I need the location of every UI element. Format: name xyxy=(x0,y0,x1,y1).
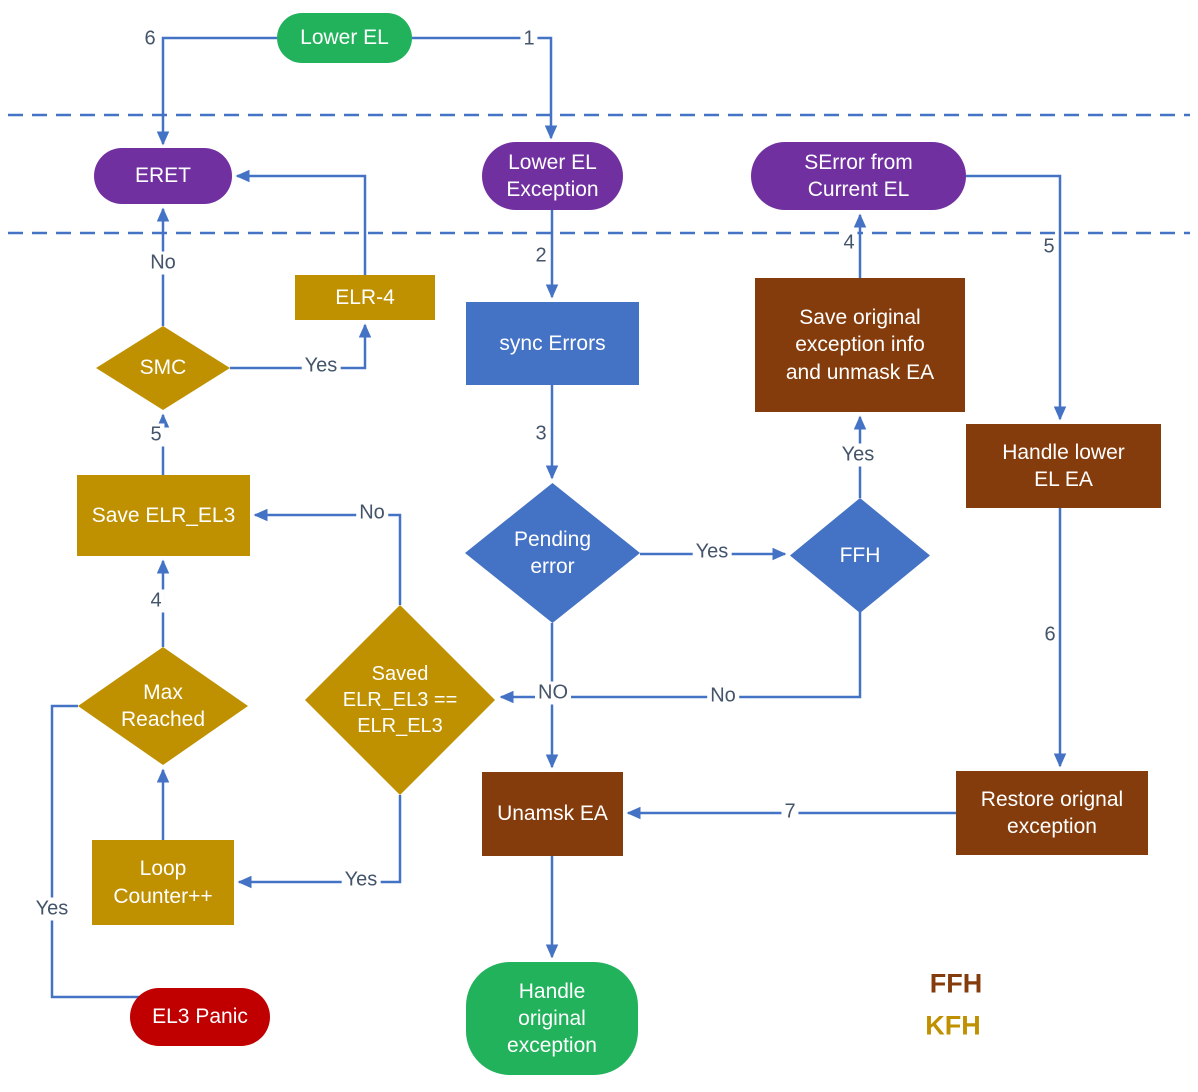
edge-lower-el-to-eret xyxy=(156,36,277,146)
node-eret: ERET xyxy=(94,148,232,204)
edge-label-6-right: 6 xyxy=(1041,623,1059,647)
node-max-reached: Max Reached xyxy=(78,647,248,765)
node-loop-counter: Loop Counter++ xyxy=(92,840,234,925)
node-ffh: FFH xyxy=(790,498,930,613)
node-unamsk-ea-label: Unamsk EA xyxy=(497,802,608,826)
node-smc: SMC xyxy=(96,326,230,410)
node-lower-el-label: Lower EL xyxy=(300,26,389,50)
node-eret-label: ERET xyxy=(134,164,191,188)
edge-label-7: 7 xyxy=(781,800,799,824)
edge-label-5-right: 5 xyxy=(1040,235,1058,259)
edge-label-2: 2 xyxy=(532,244,550,268)
edge-saved-check-no-to-save-elr xyxy=(253,508,402,605)
edge-label-saved-no: No xyxy=(356,501,388,525)
node-handle-lower-el-ea: Handle lower EL EA xyxy=(966,424,1161,508)
node-save-elr-el3-label: Save ELR_EL3 xyxy=(91,503,236,527)
node-lower-el-exception-label: Lower EL Exception xyxy=(506,150,599,201)
node-elr-minus-4-label: ELR-4 xyxy=(335,285,395,309)
node-sync-errors-label: sync Errors xyxy=(499,331,606,355)
edge-label-pending-no: NO xyxy=(535,681,571,705)
legend-kfh-label: KFH xyxy=(925,1010,981,1041)
edge-lower-el-to-exception xyxy=(412,36,558,140)
edge-label-4-left: 4 xyxy=(147,589,165,613)
edge-label-3: 3 xyxy=(532,422,550,446)
edge-serror-to-handle-lower xyxy=(966,174,1067,421)
legend-ffh-label: FFH xyxy=(929,968,983,999)
node-elr-minus-4: ELR-4 xyxy=(295,275,435,320)
node-lower-el-exception: Lower EL Exception xyxy=(482,142,623,210)
edge-label-6-top: 6 xyxy=(141,27,159,51)
edge-label-1: 1 xyxy=(520,27,538,51)
node-el3-panic-label: EL3 Panic xyxy=(152,1005,248,1029)
node-smc-label: SMC xyxy=(139,356,187,380)
edge-label-max-yes: Yes xyxy=(32,897,72,921)
node-save-original-info-label: Save original exception info and unmask … xyxy=(785,306,935,384)
node-lower-el: Lower EL xyxy=(277,13,412,63)
node-sync-errors: sync Errors xyxy=(466,302,639,385)
node-max-reached-label: Max Reached xyxy=(120,680,206,731)
node-serror-current-el-label: SError from Current EL xyxy=(804,150,913,201)
node-handle-original-label: Handle original exception xyxy=(507,979,597,1058)
node-el3-panic: EL3 Panic xyxy=(130,988,270,1046)
node-serror-current-el: SError from Current EL xyxy=(751,142,966,210)
edge-label-ffh-no: No xyxy=(707,684,739,708)
node-handle-lower-el-ea-label: Handle lower EL EA xyxy=(1002,440,1125,491)
edge-label-smc-yes: Yes xyxy=(301,354,341,378)
node-restore-orignal-label: Restore orignal exception xyxy=(980,787,1124,838)
node-saved-elr-check-label: Saved ELR_EL3 == ELR_EL3 xyxy=(342,663,458,737)
node-save-elr-el3: Save ELR_EL3 xyxy=(77,475,250,556)
edge-label-ffh-yes: Yes xyxy=(838,443,878,467)
node-handle-original: Handle original exception xyxy=(466,962,638,1075)
edge-smc-yes-to-elr4 xyxy=(230,323,372,370)
edge-label-pending-yes: Yes xyxy=(692,540,732,564)
node-pending-error: Pending error xyxy=(465,483,640,623)
edge-label-5-left: 5 xyxy=(147,423,165,447)
node-unamsk-ea: Unamsk EA xyxy=(482,772,623,856)
node-save-original-info: Save original exception info and unmask … xyxy=(755,278,965,412)
edge-label-saved-yes: Yes xyxy=(341,868,381,892)
edge-elr4-to-eret xyxy=(235,169,367,275)
node-saved-elr-check: Saved ELR_EL3 == ELR_EL3 xyxy=(305,605,495,795)
node-pending-error-label: Pending error xyxy=(513,527,592,578)
node-loop-counter-label: Loop Counter++ xyxy=(113,857,213,908)
edge-label-4-serror: 4 xyxy=(840,231,858,255)
edge-label-smc-no: No xyxy=(147,251,179,275)
node-restore-orignal: Restore orignal exception xyxy=(956,771,1148,855)
node-ffh-label: FFH xyxy=(839,543,881,567)
